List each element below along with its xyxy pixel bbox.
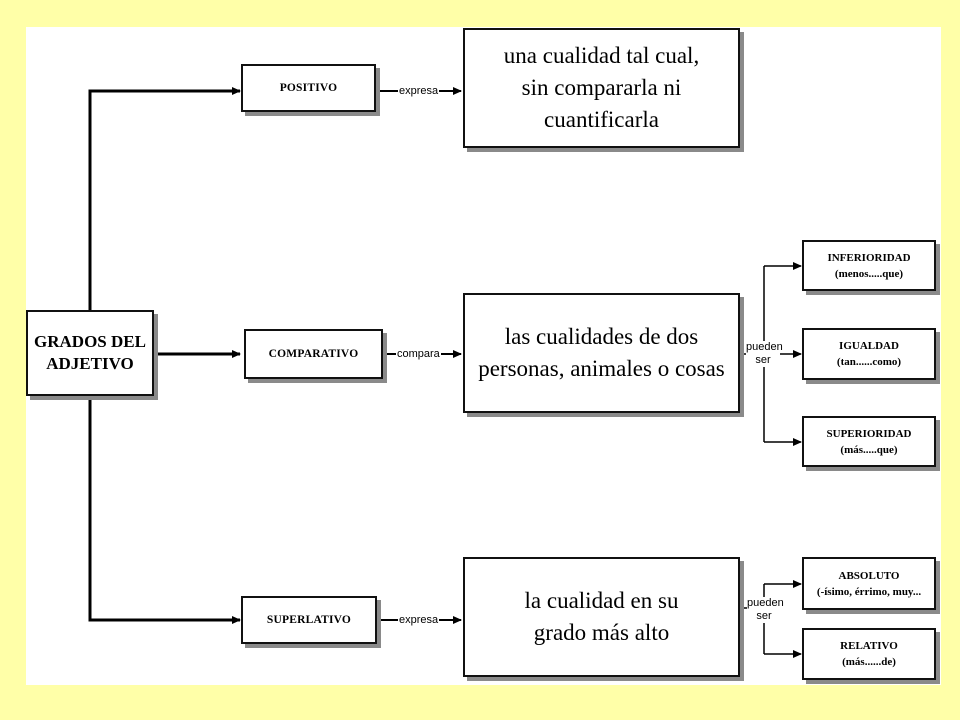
degree-box-comparativo: COMPARATIVO [244, 329, 383, 379]
degree-label-comparativo: COMPARATIVO [268, 348, 359, 360]
subtype-example-igualdad: (tan......como) [836, 356, 902, 368]
root-box: GRADOS DEL ADJETIVO [26, 310, 154, 396]
degree-box-positivo: POSITIVO [241, 64, 376, 112]
subtype-box-absoluto: ABSOLUTO (-ísimo, érrimo, muy... [802, 557, 936, 610]
connector-label-compara: compara [396, 348, 441, 360]
subtype-title-igualdad: IGUALDAD [839, 340, 899, 352]
subtype-example-superioridad: (más.....que) [840, 443, 898, 456]
description-box-superlativo: la cualidad en su grado más alto [463, 557, 740, 677]
root-line-2: ADJETIVO [46, 354, 134, 373]
degree-box-superlativo: SUPERLATIVO [241, 596, 377, 644]
subtype-title-relativo: RELATIVO [840, 640, 898, 652]
subtype-example-relativo: (más......de) [842, 656, 896, 668]
subtype-box-relativo: RELATIVO (más......de) [802, 628, 936, 680]
degree-label-positivo: POSITIVO [279, 82, 338, 94]
subtype-title-inferioridad: INFERIORIDAD [827, 251, 911, 264]
degree-label-superlativo: SUPERLATIVO [266, 614, 352, 626]
subtype-box-superioridad: SUPERIORIDAD (más.....que) [802, 416, 936, 467]
sub-connector-comparativo-line-2: ser [755, 354, 771, 366]
subtype-box-igualdad: IGUALDAD (tan......como) [802, 328, 936, 380]
connector-label-expresa-1: expresa [398, 85, 440, 97]
description-box-comparativo: las cualidades de dos personas, animales… [463, 293, 740, 413]
description-box-positivo: una cualidad tal cual, sin compararla ni… [463, 28, 740, 148]
subtype-title-superioridad: SUPERIORIDAD [826, 427, 912, 440]
description-comparativo-line-1: las cualidades de dos [504, 324, 699, 349]
sub-connector-comparativo-line-1: pueden [746, 341, 783, 353]
description-comparativo-line-2: personas, animales o cosas [478, 356, 725, 381]
root-line-1: GRADOS DEL [34, 332, 146, 351]
description-positivo-line-1: una cualidad tal cual, [503, 43, 700, 68]
sub-connector-superlativo-line-1: pueden [747, 597, 784, 609]
connector-label-expresa-2: expresa [398, 614, 440, 626]
sub-connector-label-comparativo: pueden ser [746, 341, 783, 367]
subtype-title-absoluto: ABSOLUTO [838, 569, 900, 582]
description-superlativo-line-2: grado más alto [533, 620, 670, 645]
subtype-example-absoluto: (-ísimo, érrimo, muy... [816, 585, 922, 598]
subtype-example-inferioridad: (menos.....que) [834, 267, 904, 280]
description-superlativo-line-1: la cualidad en su [524, 588, 679, 613]
subtype-box-inferioridad: INFERIORIDAD (menos.....que) [802, 240, 936, 291]
trunk-line-up [88, 87, 241, 310]
sub-connector-label-superlativo: pueden ser [747, 597, 784, 623]
sub-connector-superlativo-line-2: ser [756, 610, 772, 622]
description-positivo-line-2: sin compararla ni cuantificarla [521, 75, 682, 132]
trunk-line-down [88, 398, 241, 624]
